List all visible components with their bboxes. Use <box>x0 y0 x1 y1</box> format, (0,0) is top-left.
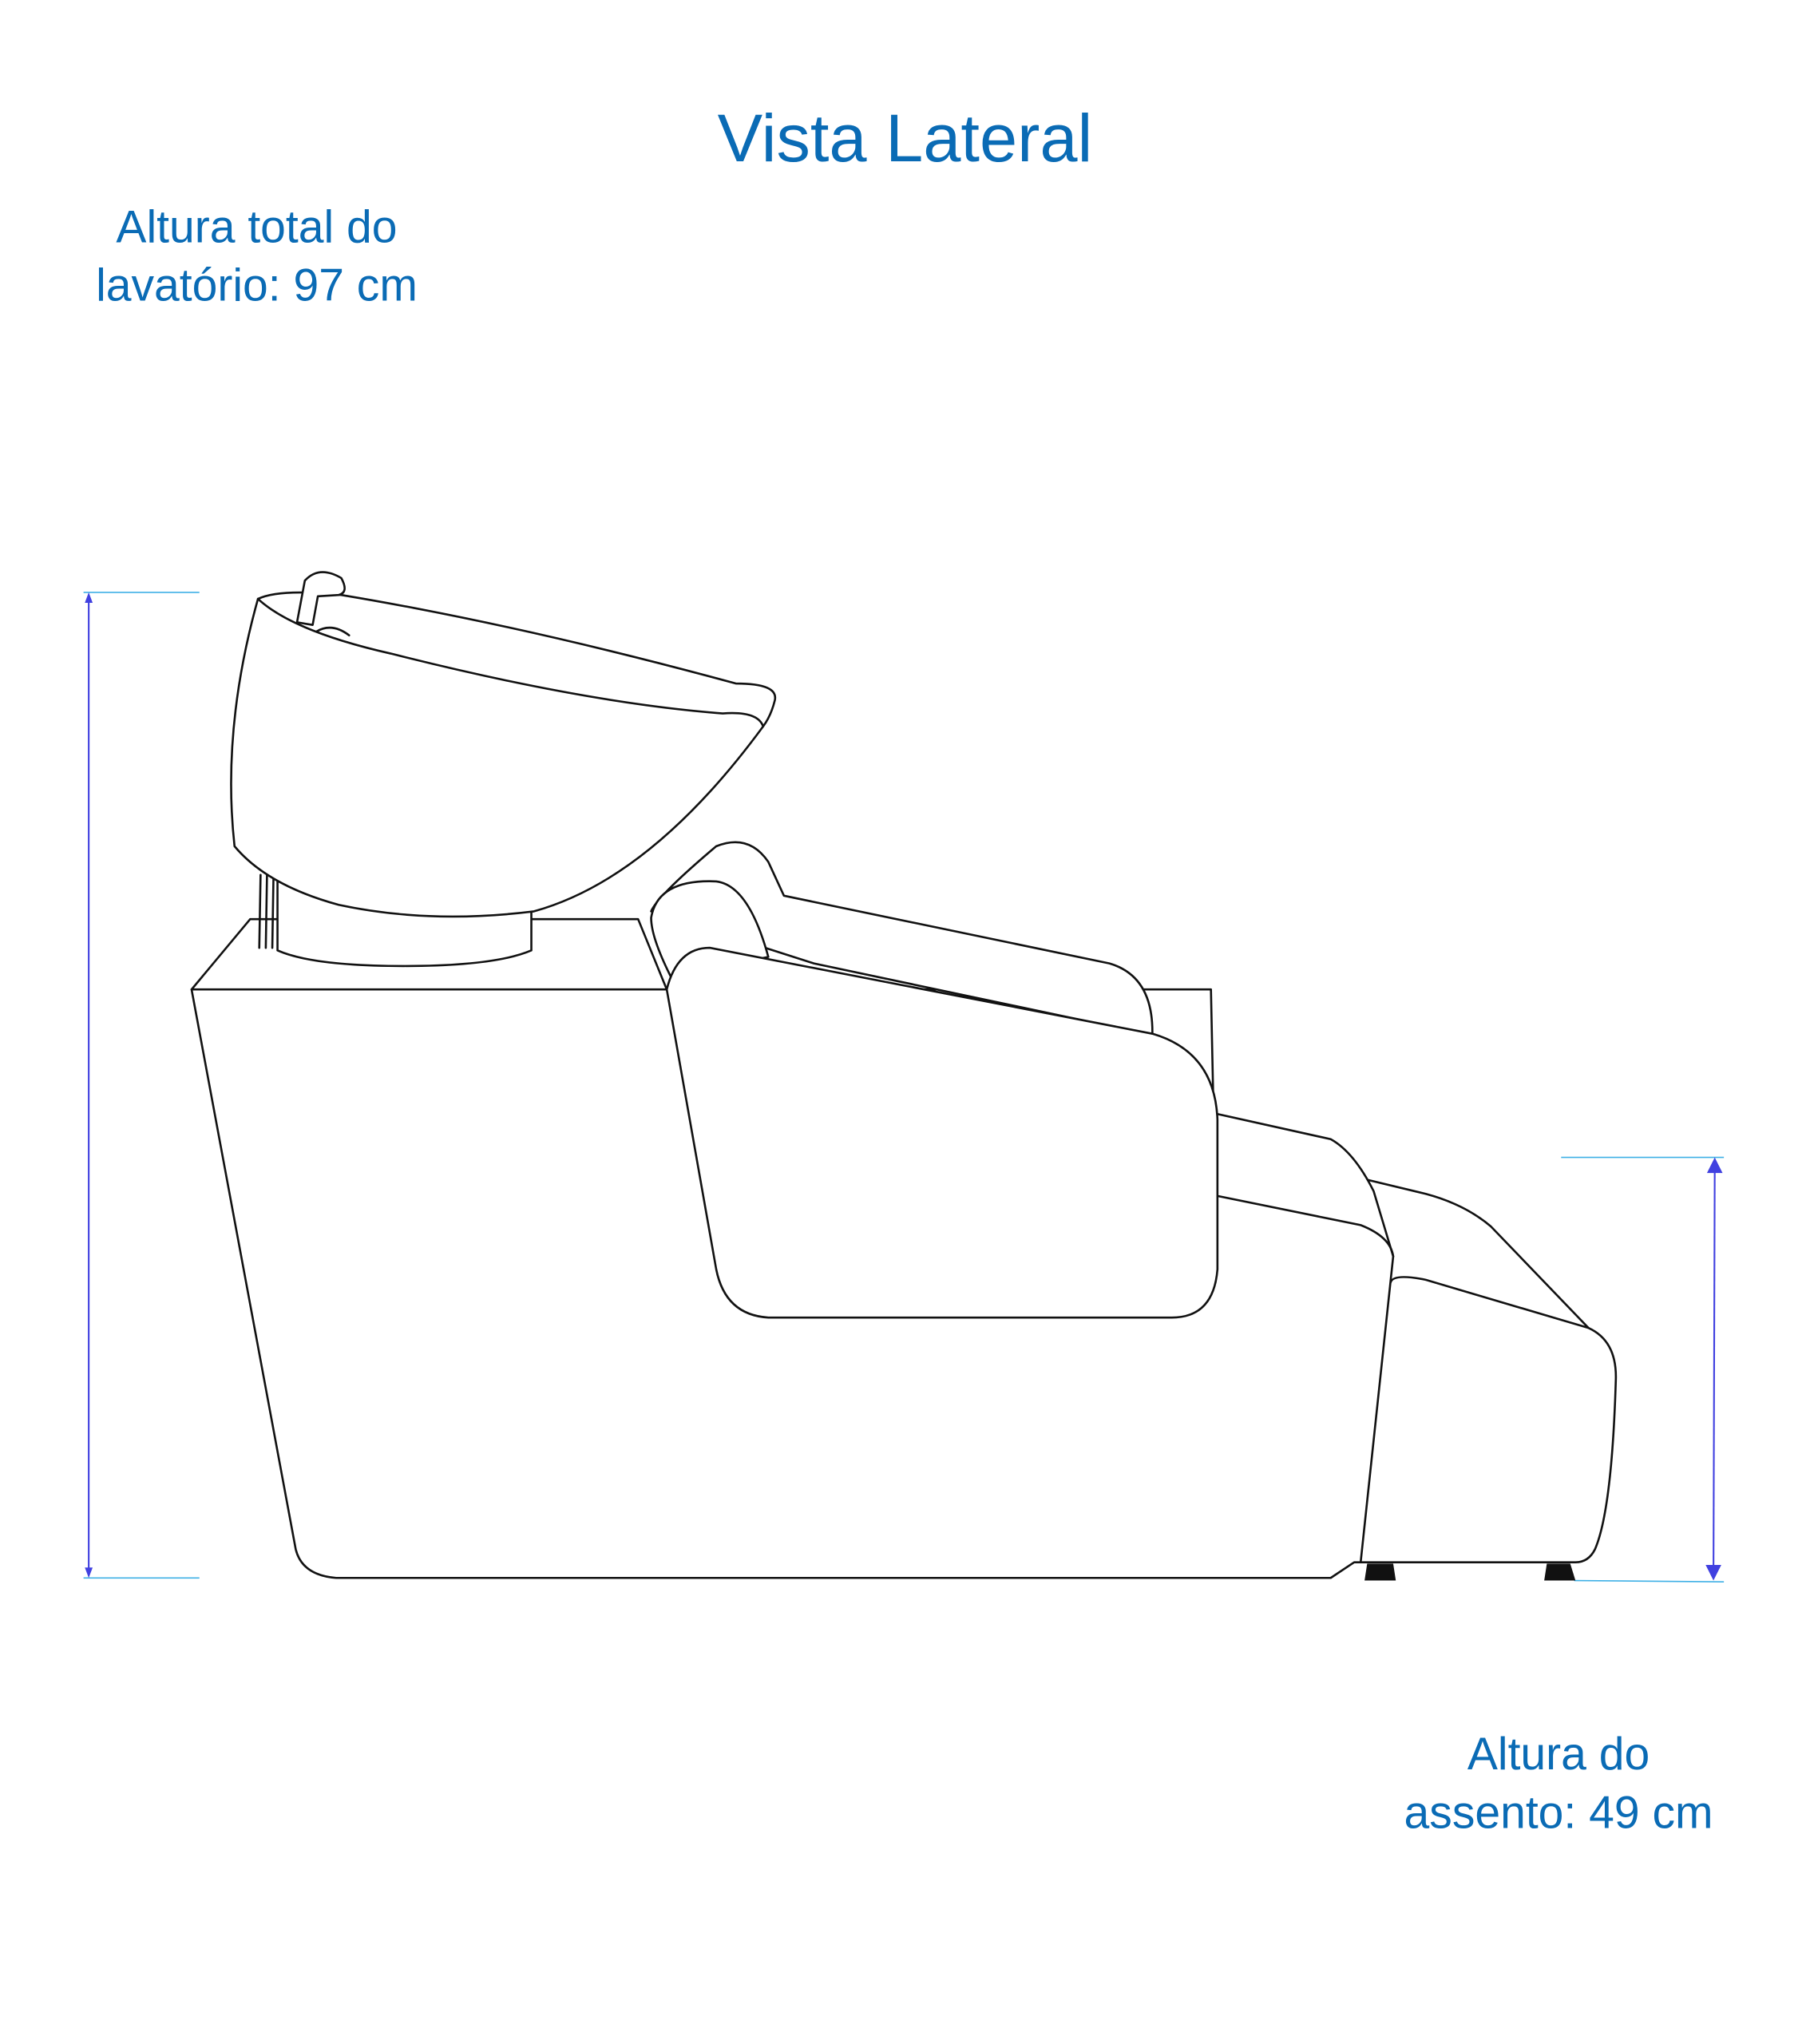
arrow-down-icon <box>85 1567 93 1579</box>
arrow-up-icon <box>1706 1157 1723 1174</box>
total-height-label-line1: Altura total do <box>116 201 397 252</box>
arrow-up-icon <box>85 592 93 603</box>
seat-height-dimension-line <box>1561 1156 1725 1583</box>
seat-height-label-line2: assento: 49 cm <box>1404 1787 1713 1838</box>
foot-icon <box>1544 1563 1576 1581</box>
total-height-label-line2: lavatório: 97 cm <box>96 260 418 311</box>
seat-height-label-line1: Altura do <box>1467 1729 1650 1780</box>
shampoo-chair-drawing <box>190 571 1618 1581</box>
total-height-dimension-line <box>83 592 200 1579</box>
foot-icon <box>1364 1563 1396 1581</box>
arrow-down-icon <box>1705 1564 1721 1581</box>
diagram-title: Vista Lateral <box>718 100 1093 176</box>
